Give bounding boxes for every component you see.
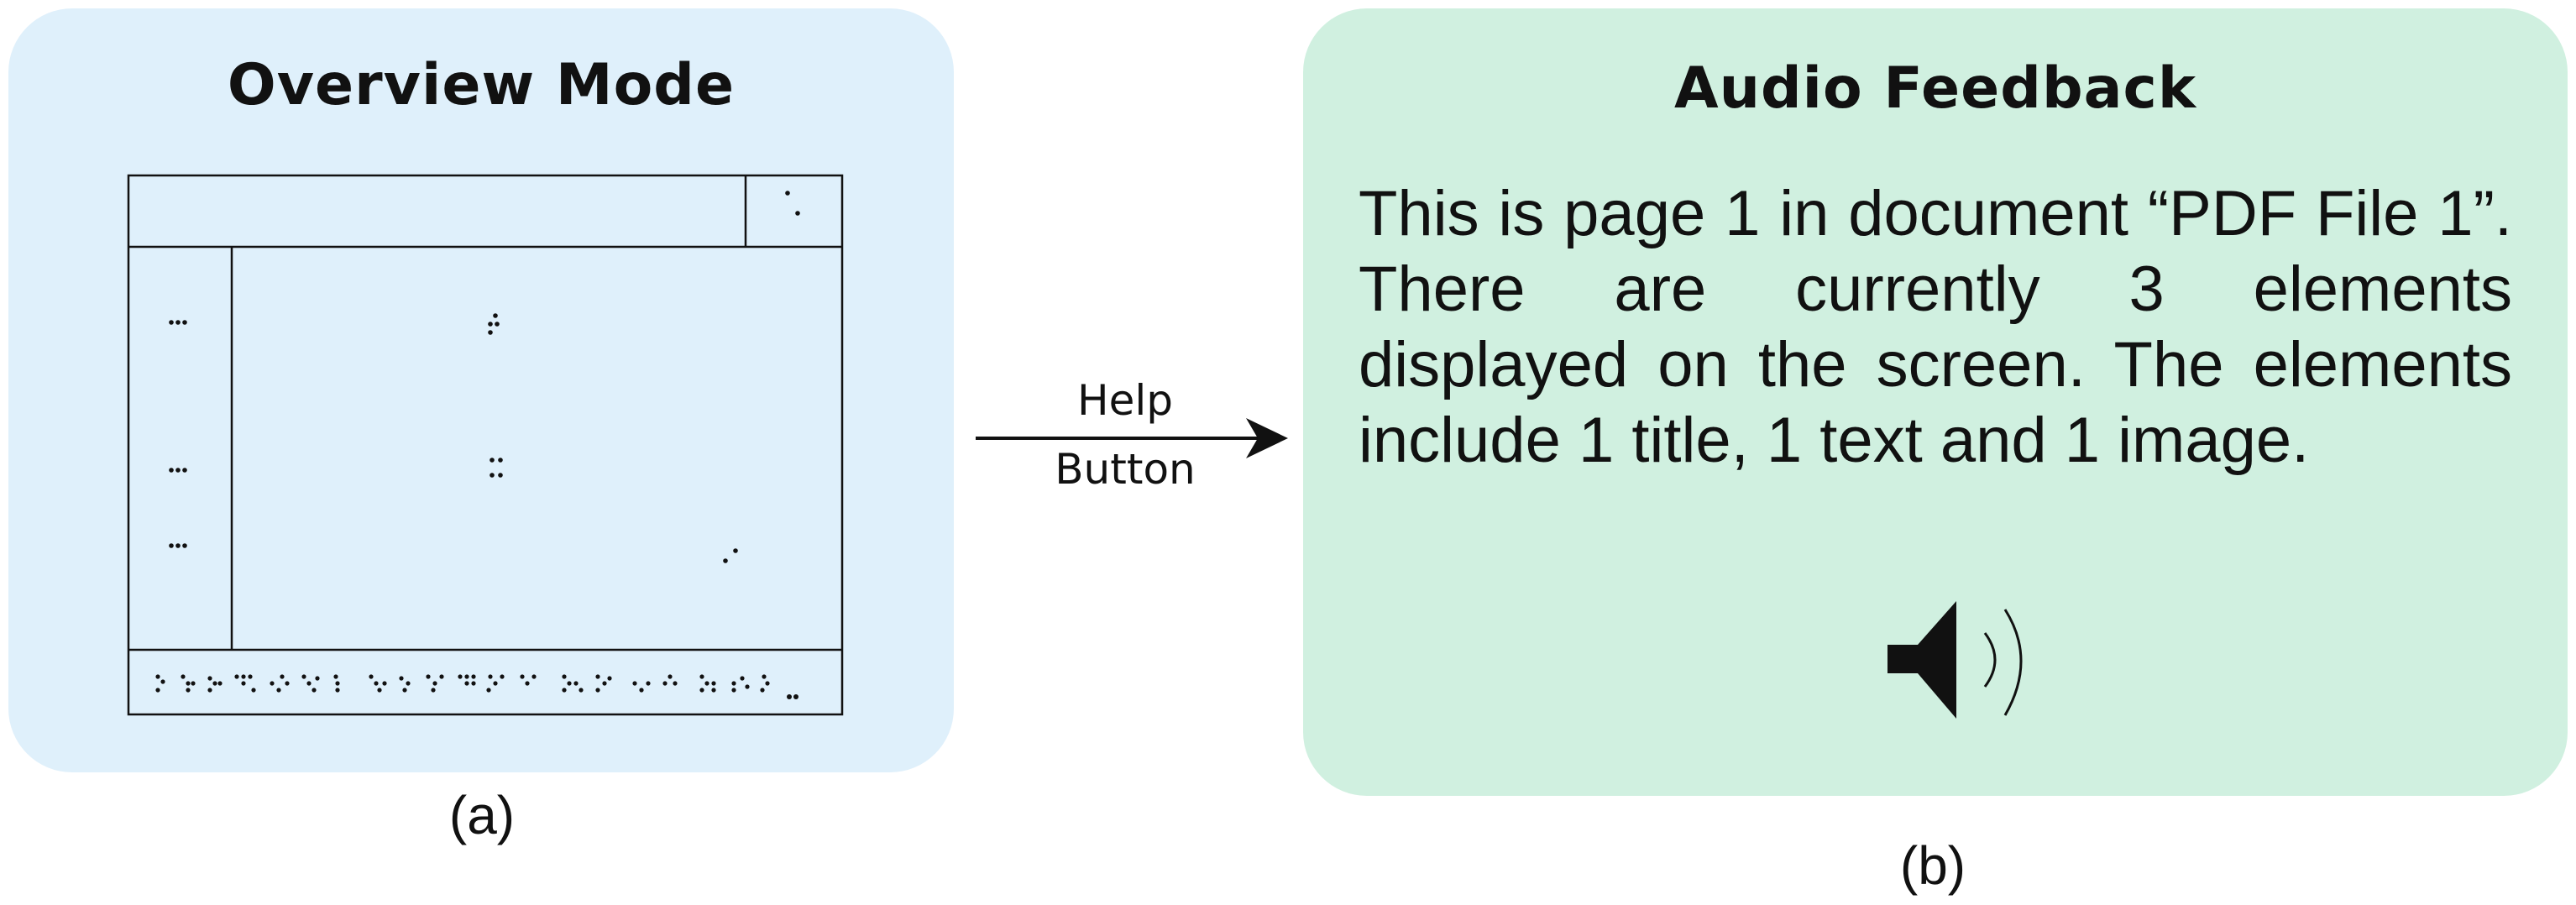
overview-mode-panel — [8, 8, 954, 772]
sidebar-braille-marker-3 — [169, 543, 187, 548]
overview-mode-title: Overview Mode — [227, 52, 736, 118]
braille-display-layout — [127, 174, 844, 716]
sidebar-braille-marker-1 — [169, 320, 187, 325]
braille-corner-cell — [785, 191, 800, 216]
title-element-symbol — [488, 313, 500, 335]
image-element-symbol — [723, 548, 738, 563]
sidebar-braille-marker-2 — [169, 468, 187, 473]
help-button-arrow — [976, 418, 1288, 458]
caption-a: (a) — [448, 785, 516, 845]
status-line-braille — [155, 674, 798, 699]
caption-b: (b) — [1899, 835, 1966, 896]
audio-feedback-title: Audio Feedback — [1673, 55, 2197, 122]
text-element-symbol — [490, 458, 503, 478]
button-label: Button — [1055, 445, 1196, 494]
audio-feedback-text: This is page 1 in document “PDF File 1”.… — [1359, 178, 2512, 476]
help-label: Help — [1077, 376, 1173, 425]
display-frame — [127, 174, 844, 716]
speaker-icon — [1887, 601, 2023, 719]
